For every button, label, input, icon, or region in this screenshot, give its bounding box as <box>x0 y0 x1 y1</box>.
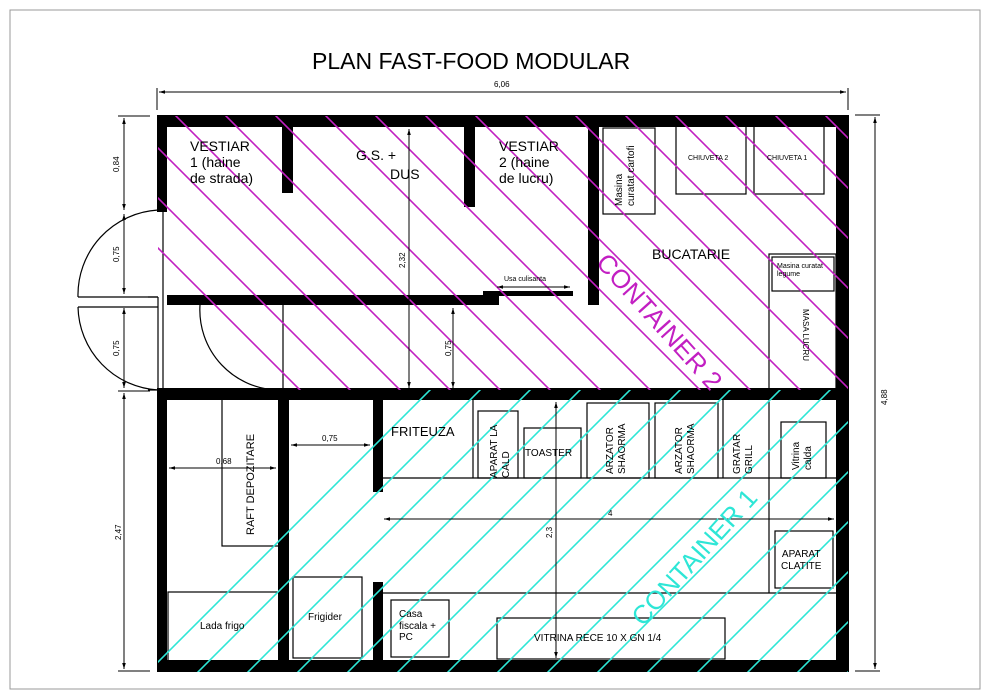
dim-corridor-width: 0,75 <box>444 340 453 356</box>
equip-toaster: TOASTER <box>525 448 573 459</box>
equip-raft-depozitare: RAFT DEPOZITARE <box>245 433 257 535</box>
label-usa-culisanta: Usa culisanta <box>504 276 547 283</box>
equip-vitrina-calda: Vitrina calda <box>791 441 814 470</box>
dim-counter-length: 4 <box>608 509 613 518</box>
equip-arzator-shaorma-2: ARZATOR SHAORMA <box>674 423 697 474</box>
equip-masa-lucru: MASA LUCRU <box>801 309 810 362</box>
walls <box>157 115 849 672</box>
dim-storage-width: 0,68 <box>216 457 232 466</box>
equip-frigider: Frigider <box>308 612 342 623</box>
container2-hatch <box>158 116 848 390</box>
plan-title: PLAN FAST-FOOD MODULAR <box>312 48 631 74</box>
dim-left-bottom: 2,47 <box>114 524 123 540</box>
equip-vitrina-rece: VITRINA RECE 10 X GN 1/4 <box>534 633 662 644</box>
dim-left-door-2: 0,75 <box>112 340 121 356</box>
equip-aparat-cald: APARAT LA CALD <box>489 424 512 478</box>
equip-chiuveta-1: CHIUVETA 1 <box>767 155 808 162</box>
dim-left-top: 0,84 <box>112 156 121 172</box>
dim-overall-height: 4,88 <box>880 389 889 405</box>
equip-aparat-clatite: APARAT CLATITE <box>781 549 822 572</box>
dim-left-door-1: 0,75 <box>112 246 121 262</box>
room-vestiar-1: VESTIAR 1 (haine de strada) <box>190 138 254 187</box>
room-vestiar-2: VESTIAR 2 (haine de lucru) <box>499 138 559 187</box>
equip-chiuveta-2: CHIUVETA 2 <box>688 155 729 162</box>
dimension-lines <box>118 88 880 672</box>
equip-masina-cartofi: Masina curatat cartofi <box>614 145 637 206</box>
dim-overall-width: 6,06 <box>494 80 510 89</box>
equip-arzator-shaorma-1: ARZATOR SHAORMA <box>605 423 628 474</box>
equip-gratar-grill: GRATAR GRILL <box>732 433 755 474</box>
dim-container1-depth: 2,3 <box>545 526 554 538</box>
equip-friteuza: FRITEUZA <box>391 424 455 439</box>
room-gs-dus-line1: G.S. + <box>356 147 397 163</box>
sheet-border <box>9 9 981 690</box>
container1-hatch <box>158 390 848 672</box>
dim-aisle-width: 0,75 <box>322 434 338 443</box>
equip-casa-fiscala: Casa fiscala + PC <box>399 609 436 643</box>
room-bucatarie: BUCATARIE <box>652 246 731 262</box>
equip-lada-frigo: Lada frigo <box>200 621 245 632</box>
dim-vestiar-depth: 2,32 <box>398 252 407 268</box>
room-gs-dus-line2: DUS <box>390 166 420 182</box>
equip-masina-legume: Masina curatat legume <box>777 263 823 279</box>
